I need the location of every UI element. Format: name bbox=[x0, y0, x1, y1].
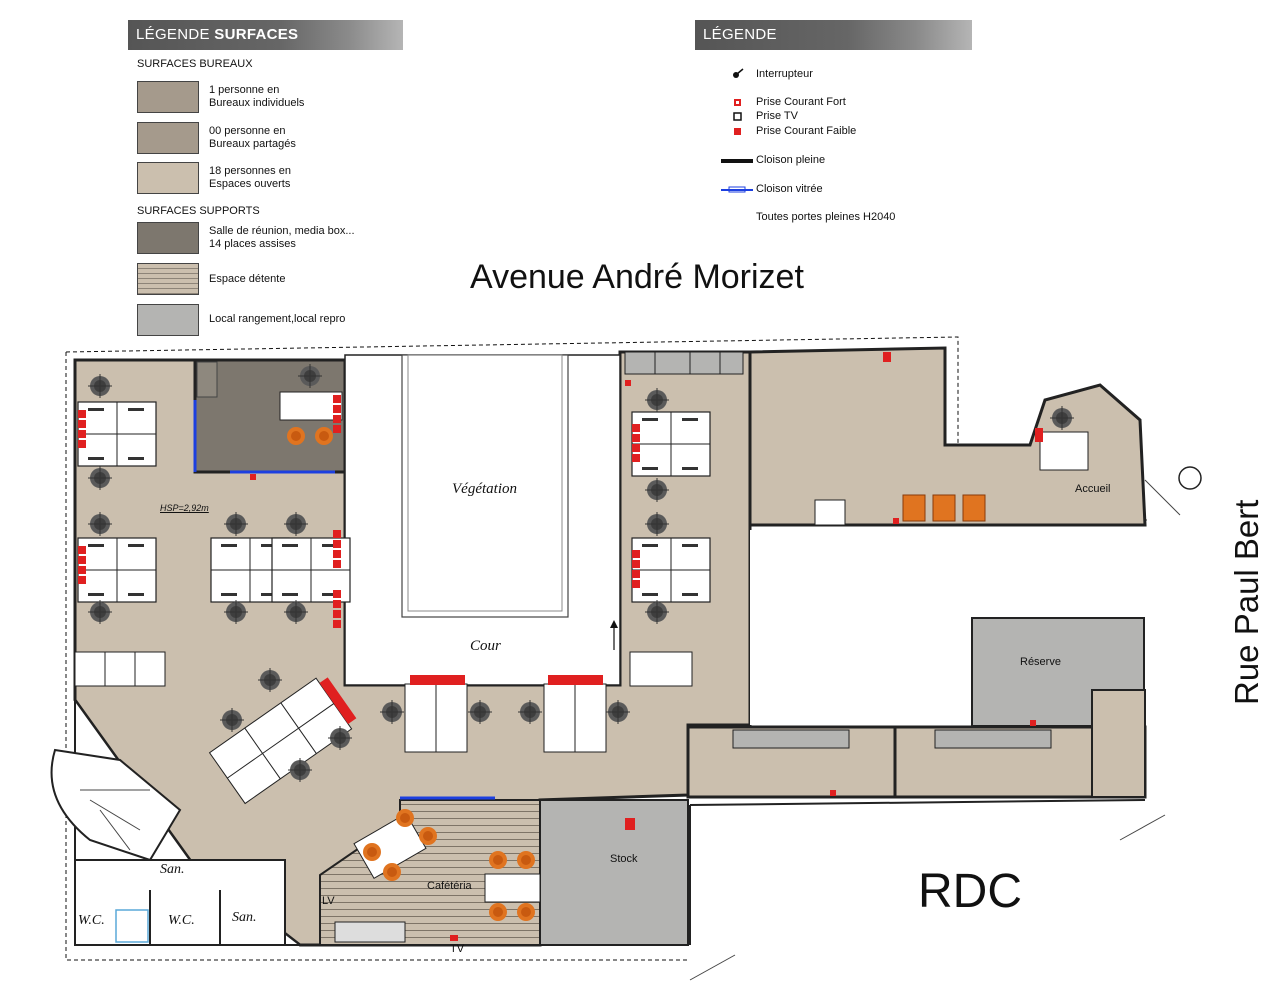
room-vegetation: Végétation bbox=[452, 481, 517, 497]
swatch-label-2-line1: 00 personne en bbox=[209, 125, 286, 137]
tv-outlet-icon bbox=[733, 112, 742, 121]
power-outlet-strong-icon bbox=[734, 99, 741, 106]
symbols-legend-icons bbox=[721, 68, 753, 193]
street-north: Avenue André Morizet bbox=[470, 258, 804, 296]
swatch-label-1-line1: 1 personne en bbox=[209, 84, 280, 96]
swatch-label-3-line1: 18 personnes en bbox=[209, 165, 291, 177]
legend-prise-fort: Prise Courant Fort bbox=[756, 96, 846, 108]
swatch-label-5-line1: Espace détente bbox=[209, 273, 286, 285]
swatch-label-1: 1 personne en Bureaux individuels bbox=[209, 84, 304, 110]
symbols-legend-title: LÉGENDE bbox=[695, 20, 972, 50]
label-tv: TV bbox=[450, 943, 465, 955]
swatch-label-6: Local rangement,local repro bbox=[209, 313, 345, 326]
glass-wall-icon bbox=[721, 186, 753, 193]
surfaces-legend-title-bold: SURFACES bbox=[214, 26, 299, 43]
room-san-1: San. bbox=[160, 862, 185, 877]
surfaces-legend-title: LÉGENDE SURFACES bbox=[128, 20, 403, 50]
legend-cloison-vitree: Cloison vitrée bbox=[756, 183, 823, 195]
swatch-bureaux-partages bbox=[137, 122, 199, 154]
swatch-label-4-line1: Salle de réunion, media box... bbox=[209, 225, 355, 237]
swatch-label-6-line1: Local rangement,local repro bbox=[209, 313, 346, 325]
accueil-armchairs bbox=[902, 494, 986, 522]
swatch-espace-detente bbox=[137, 263, 199, 295]
swatch-bureaux-individuels bbox=[137, 81, 199, 113]
swatch-label-4: Salle de réunion, media box... 14 places… bbox=[209, 225, 355, 251]
switch-icon bbox=[733, 68, 744, 78]
swatch-label-3: 18 personnes en Espaces ouverts bbox=[209, 165, 291, 191]
legend-interrupteur: Interrupteur bbox=[756, 68, 813, 80]
swatch-salle-reunion bbox=[137, 222, 199, 254]
room-cafeteria: Cafétéria bbox=[427, 880, 472, 892]
power-outlet-weak-icon bbox=[734, 128, 741, 135]
room-cour: Cour bbox=[470, 638, 501, 654]
level-label: RDC bbox=[918, 865, 1022, 918]
solid-wall-icon bbox=[721, 159, 753, 163]
label-lv: LV bbox=[322, 895, 335, 907]
room-stock: Stock bbox=[610, 853, 638, 865]
legend-portes: Toutes portes pleines H2040 bbox=[756, 211, 896, 223]
legend-prise-tv: Prise TV bbox=[756, 110, 798, 122]
room-reserve: Réserve bbox=[1020, 656, 1061, 668]
legend-prise-faible: Prise Courant Faible bbox=[756, 125, 857, 137]
surfaces-legend-title-prefix: LÉGENDE bbox=[136, 26, 210, 43]
room-wc-2: W.C. bbox=[168, 913, 195, 928]
room-san-2: San. bbox=[232, 910, 257, 925]
room-accueil: Accueil bbox=[1075, 483, 1111, 495]
section-supports: SURFACES SUPPORTS bbox=[137, 205, 260, 217]
swatch-label-5: Espace détente bbox=[209, 273, 285, 286]
swatch-espaces-ouverts bbox=[137, 162, 199, 194]
swatch-label-2-line2: Bureaux partagés bbox=[209, 138, 296, 150]
room-wc-1: W.C. bbox=[78, 913, 105, 928]
ceiling-height: HSP=2,92m bbox=[160, 503, 209, 513]
swatch-label-4-line2: 14 places assises bbox=[209, 238, 296, 250]
swatch-label-2: 00 personne en Bureaux partagés bbox=[209, 125, 296, 151]
swatch-label-3-line2: Espaces ouverts bbox=[209, 178, 291, 190]
section-bureaux: SURFACES BUREAUX bbox=[137, 58, 253, 70]
legend-cloison-pleine: Cloison pleine bbox=[756, 154, 826, 166]
swatch-local-rangement bbox=[137, 304, 199, 336]
swatch-label-1-line2: Bureaux individuels bbox=[209, 97, 305, 109]
